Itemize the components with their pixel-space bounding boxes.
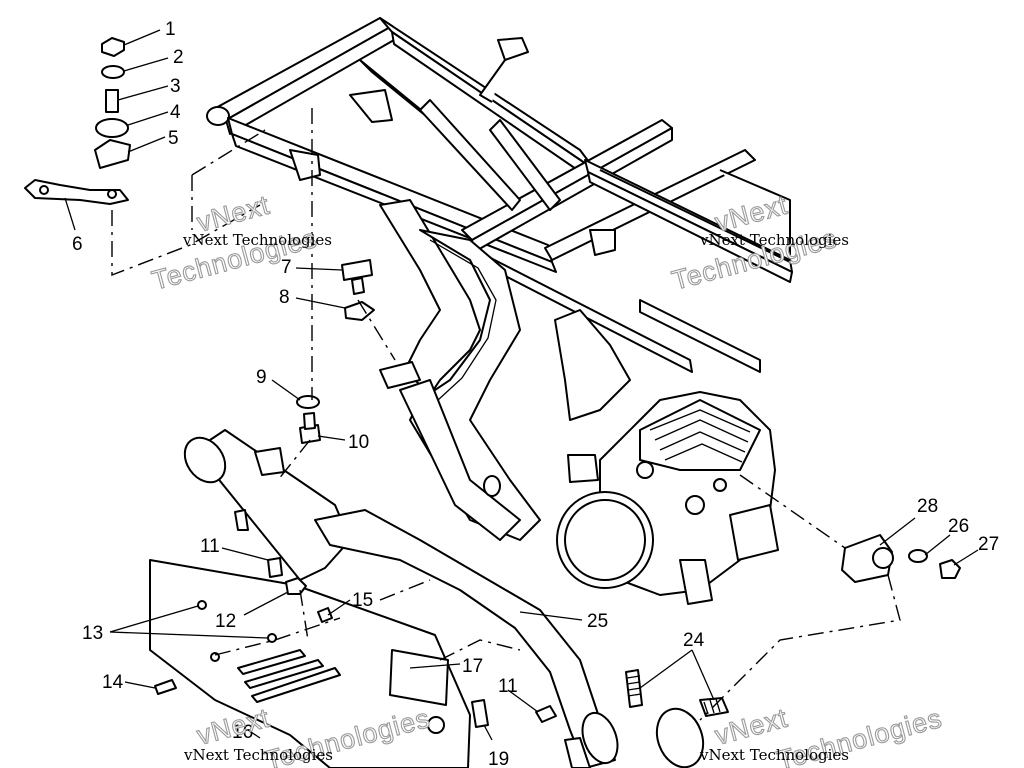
callout-3: 3 [170, 76, 181, 97]
callout-10: 10 [348, 432, 369, 453]
watermark-top-right: vNext Technologies vNext Technologies [668, 189, 849, 296]
mount-hardware-7-10 [296, 259, 375, 444]
callout-26: 26 [948, 516, 969, 537]
callout-leaders [64, 29, 979, 741]
callout-27: 27 [978, 534, 999, 555]
watermark-text: vNext Technologies [699, 231, 849, 249]
watermark-bottom-right: vNext Technologies vNext Technologies [699, 702, 946, 768]
shield-hardware [154, 557, 557, 728]
vehicle-frame [206, 17, 793, 541]
springs-and-flange [564, 534, 961, 768]
watermark-top-left: vNext Technologies vNext Technologies [148, 189, 332, 296]
callout-17: 17 [462, 656, 483, 677]
callout-7: 7 [281, 257, 292, 278]
watermark-text: vNext Technologies [182, 231, 332, 249]
callout-25: 25 [587, 611, 608, 632]
callout-1: 1 [165, 19, 176, 40]
callout-4: 4 [170, 102, 181, 123]
svg-text:vNext: vNext [194, 703, 273, 751]
callout-12: 12 [215, 611, 236, 632]
engine [556, 391, 779, 605]
watermark-text: vNext Technologies [699, 746, 849, 764]
callout-15: 15 [352, 590, 373, 611]
callout-24: 24 [683, 630, 705, 651]
muffler-and-pipe [183, 429, 705, 768]
callout-5: 5 [168, 128, 179, 149]
callout-19: 19 [488, 749, 509, 768]
callout-11-lower: 11 [498, 676, 518, 697]
callout-9: 9 [256, 367, 267, 388]
heat-shield [149, 559, 471, 768]
assembly-guide-lines [111, 108, 901, 721]
callout-28: 28 [917, 496, 938, 517]
callout-11-upper: 11 [200, 536, 220, 557]
callout-13: 13 [82, 623, 103, 644]
callout-8: 8 [279, 287, 290, 308]
callout-numbers: 1 2 3 4 5 6 7 8 9 10 11 12 13 14 15 16 1… [72, 19, 999, 768]
callout-16: 16 [232, 722, 253, 743]
mount-hardware-stack [24, 37, 131, 205]
callout-6: 6 [72, 234, 83, 255]
callout-14: 14 [102, 672, 124, 693]
watermark-text: vNext Technologies [183, 746, 333, 764]
callout-2: 2 [173, 47, 184, 68]
